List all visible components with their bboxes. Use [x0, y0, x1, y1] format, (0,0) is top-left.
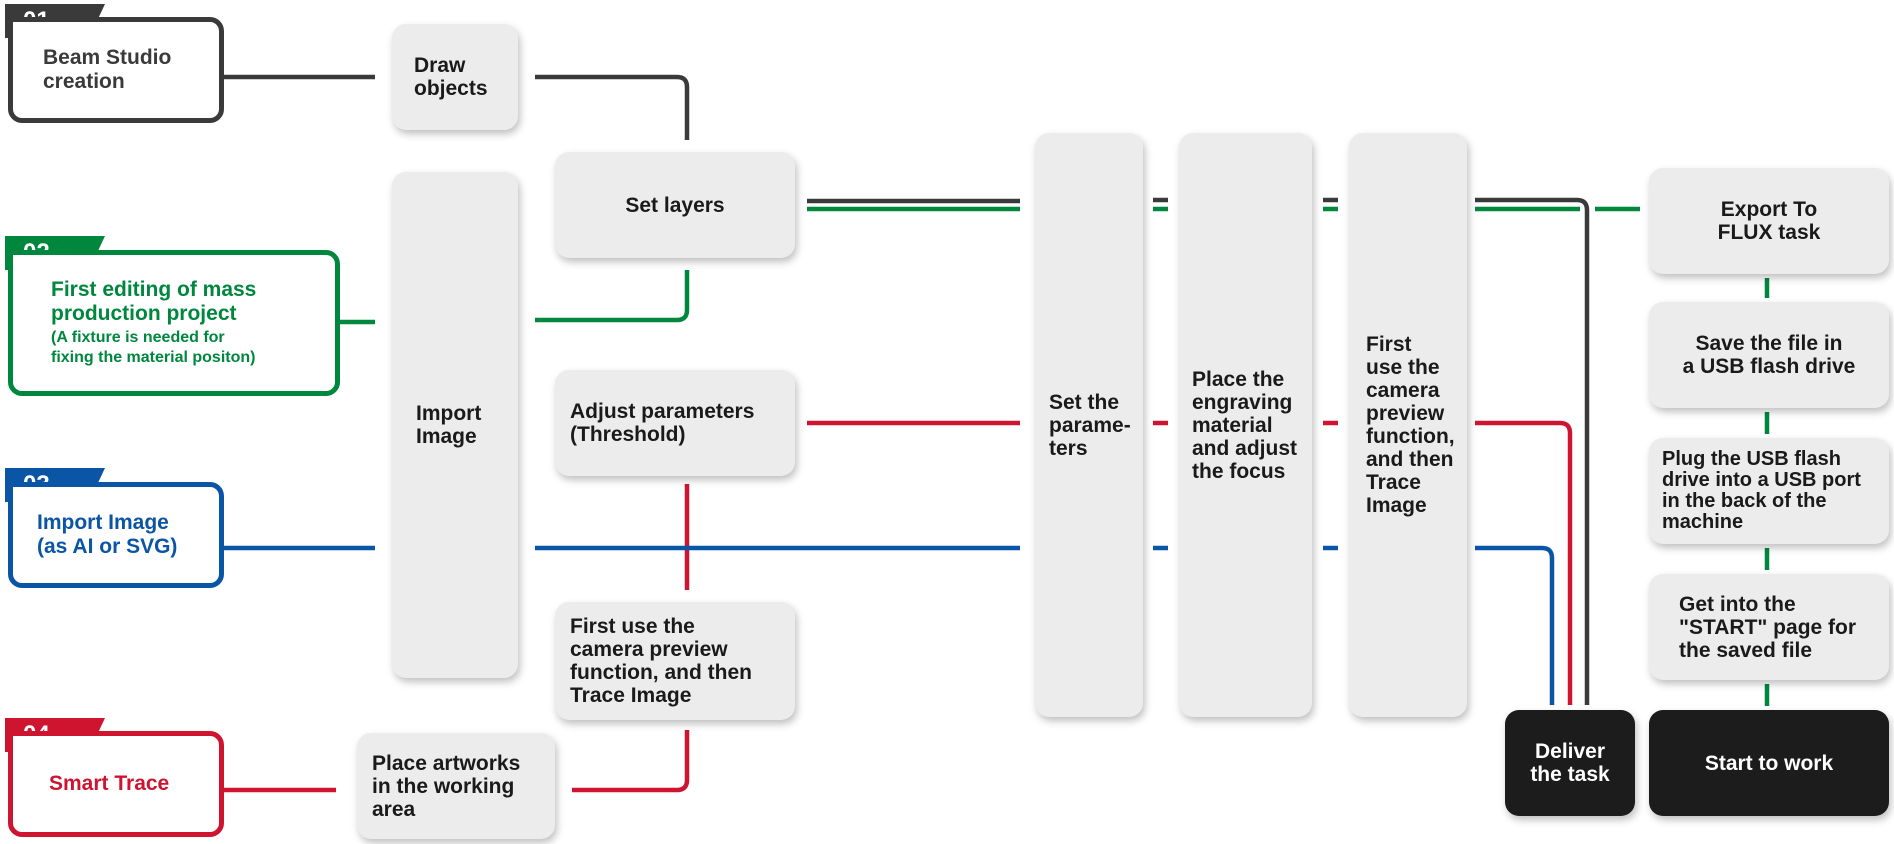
source-subtitle: (A fixture is needed for fixing the mate… [51, 329, 256, 366]
step-label: Place the engraving material and adjust … [1192, 367, 1298, 483]
black-connector-5 [1475, 197, 1590, 705]
step-label: Save the file in a USB flash drive [1682, 332, 1856, 378]
step-import-image: Import Image [392, 172, 518, 678]
step-place-artworks: Place artworks in the working area [357, 733, 555, 839]
step-start-work: Start to work [1649, 710, 1889, 816]
step-label: Deliver the task [1530, 740, 1610, 786]
step-camera-trace-left: First use the camera preview function, a… [555, 602, 795, 720]
source-title: First editing of mass production project [51, 278, 257, 325]
source-mass-production: First editing of mass production project… [8, 250, 340, 396]
step-set-layers: Set layers [555, 152, 795, 258]
step-place-material: Place the engraving material and adjust … [1179, 133, 1312, 717]
source-title: Beam Studio creation [43, 46, 172, 93]
step-plug-usb: Plug the USB flash drive into a USB port… [1649, 438, 1889, 544]
step-label: First use the camera preview function, a… [570, 615, 752, 707]
red-connector-18 [572, 730, 690, 793]
step-label: Set the parame- ters [1049, 390, 1131, 460]
step-set-parameters: Set the parame- ters [1035, 133, 1143, 717]
blue-connector-28 [1475, 545, 1555, 705]
green-connector-7 [535, 270, 690, 323]
source-import-image: Import Image (as AI or SVG) [8, 482, 224, 588]
step-label: Start to work [1704, 751, 1834, 775]
step-label: Adjust parameters (Threshold) [570, 400, 755, 446]
step-draw-objects: Draw objects [392, 24, 518, 130]
black-connector-1 [535, 74, 690, 140]
red-connector-23 [1475, 420, 1573, 705]
step-label: Export To FLUX task [1717, 198, 1821, 244]
step-label: Set layers [625, 193, 725, 217]
source-title: Import Image (as AI or SVG) [37, 511, 178, 558]
step-camera-trace-right: First use the camera preview function, a… [1349, 133, 1467, 717]
step-label: First use the camera preview function, a… [1366, 333, 1455, 517]
step-start-page: Get into the "START" page for the saved … [1649, 574, 1889, 680]
step-label: Draw objects [414, 54, 488, 100]
step-export-flux: Export To FLUX task [1649, 168, 1889, 274]
step-deliver-task: Deliver the task [1505, 710, 1635, 816]
step-save-usb: Save the file in a USB flash drive [1649, 302, 1889, 408]
source-smart-trace: Smart Trace [8, 731, 224, 837]
step-label: Get into the "START" page for the saved … [1679, 592, 1857, 662]
step-label: Import Image [416, 402, 482, 448]
step-label: Place artworks in the working area [372, 751, 521, 821]
step-label: Plug the USB flash drive into a USB port… [1662, 448, 1861, 533]
source-beam-studio-creation: Beam Studio creation [8, 17, 224, 123]
step-adjust-parameters: Adjust parameters (Threshold) [555, 370, 795, 476]
source-title: Smart Trace [49, 772, 170, 795]
